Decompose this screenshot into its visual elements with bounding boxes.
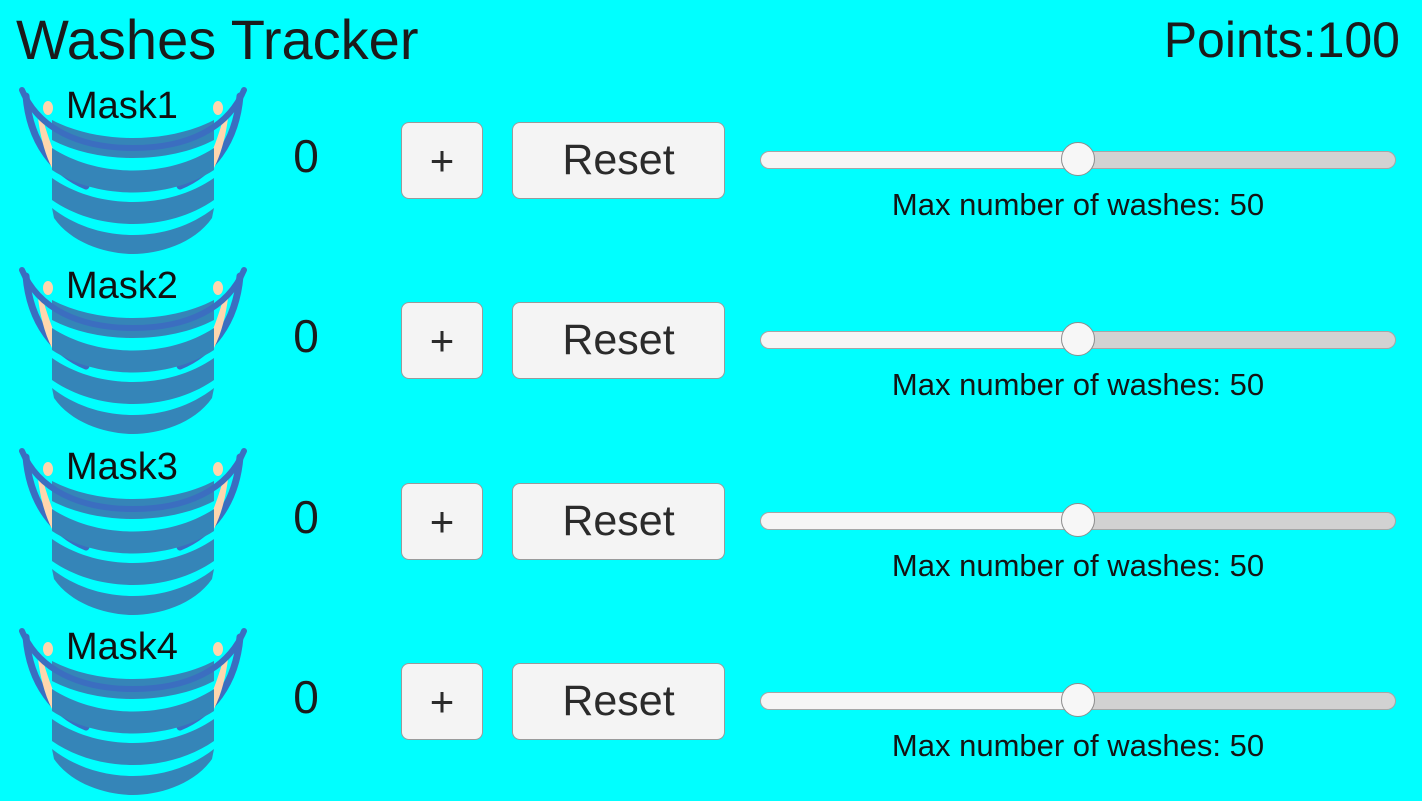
increment-button[interactable]: +	[401, 122, 483, 199]
increment-button[interactable]: +	[401, 302, 483, 379]
points-value: 100	[1316, 12, 1400, 68]
wash-count: 0	[293, 130, 319, 182]
mask-label: Mask2	[66, 265, 178, 307]
reset-button[interactable]: Reset	[512, 663, 725, 740]
slider-fill	[761, 693, 1078, 709]
mask-label: Mask1	[66, 85, 178, 127]
face-mask-icon	[8, 82, 258, 254]
slider-thumb[interactable]	[1061, 142, 1095, 176]
mask-row: Mask2 0 + Reset Max number of washes: 50	[0, 260, 1422, 440]
mask-row: Mask3 0 + Reset Max number of washes: 50	[0, 441, 1422, 621]
wash-count: 0	[293, 491, 319, 543]
mask-label: Mask3	[66, 446, 178, 488]
slider-caption: Max number of washes: 50	[891, 548, 1265, 583]
slider-fill	[761, 513, 1078, 529]
mask-label: Mask4	[66, 626, 178, 668]
increment-button[interactable]: +	[401, 663, 483, 740]
mask-row: Mask4 0 + Reset Max number of washes: 50	[0, 621, 1422, 801]
reset-button[interactable]: Reset	[512, 122, 725, 199]
max-washes-slider[interactable]	[760, 683, 1396, 719]
wash-count: 0	[293, 671, 319, 723]
points-display: Points:100	[1164, 10, 1400, 70]
max-washes-slider[interactable]	[760, 322, 1396, 358]
page-title: Washes Tracker	[16, 8, 419, 71]
app-header: Washes Tracker Points:100	[0, 0, 1422, 80]
slider-thumb[interactable]	[1061, 503, 1095, 537]
slider-caption: Max number of washes: 50	[891, 187, 1265, 222]
points-label: Points:	[1163, 12, 1317, 68]
mask-row: Mask1 0 + Reset Max number of washes: 50	[0, 80, 1422, 260]
slider-caption: Max number of washes: 50	[891, 367, 1265, 402]
face-mask-icon	[8, 623, 258, 795]
face-mask-icon	[8, 262, 258, 434]
slider-fill	[761, 152, 1078, 168]
wash-count: 0	[293, 310, 319, 362]
face-mask-icon	[8, 443, 258, 615]
max-washes-slider[interactable]	[760, 503, 1396, 539]
slider-fill	[761, 332, 1078, 348]
slider-caption: Max number of washes: 50	[891, 728, 1265, 763]
increment-button[interactable]: +	[401, 483, 483, 560]
max-washes-slider[interactable]	[760, 142, 1396, 178]
reset-button[interactable]: Reset	[512, 483, 725, 560]
reset-button[interactable]: Reset	[512, 302, 725, 379]
slider-thumb[interactable]	[1061, 683, 1095, 717]
slider-thumb[interactable]	[1061, 322, 1095, 356]
